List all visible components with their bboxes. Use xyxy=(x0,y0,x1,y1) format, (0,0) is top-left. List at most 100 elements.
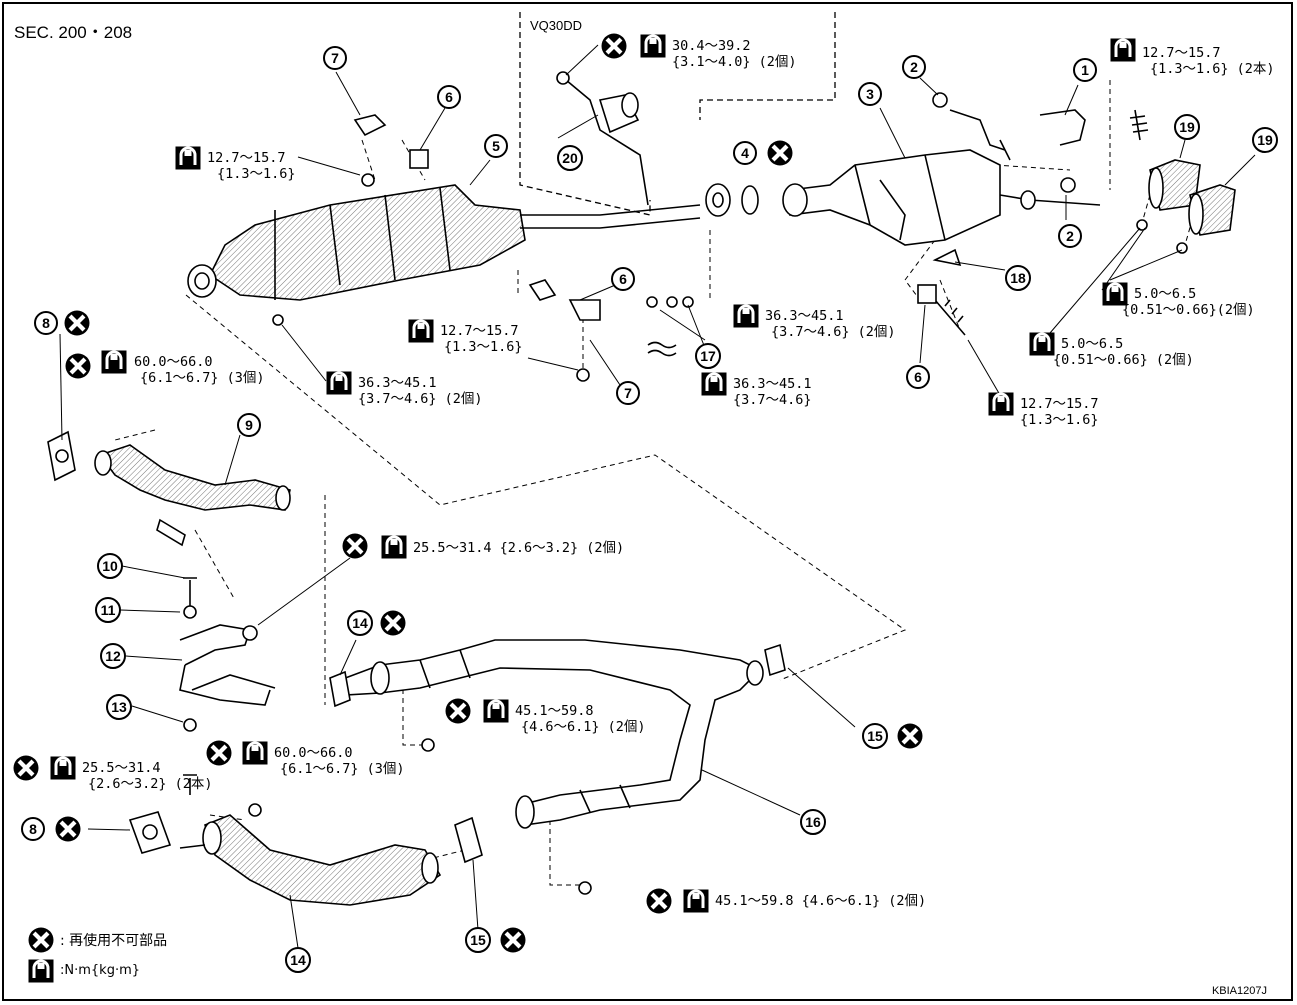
torque-spec: 25.5～31.4 {2.6～3.2} (2個) xyxy=(413,540,625,556)
svg-text:18: 18 xyxy=(1010,270,1026,286)
svg-text:6: 6 xyxy=(914,369,922,385)
part-callout-2a: 2 xyxy=(902,55,926,79)
svg-text:13: 13 xyxy=(111,699,127,715)
svg-text:4: 4 xyxy=(741,145,749,161)
torque-wrench-icon xyxy=(28,959,54,983)
torque-spec: 25.5～31.4{2.6～3.2} (2本) xyxy=(82,760,213,792)
part-callout-4: 4 xyxy=(733,141,757,165)
part-callout-19b: 19 xyxy=(1252,127,1278,153)
part-callout-6a: 6 xyxy=(437,85,461,109)
torque-wrench-icon xyxy=(50,756,76,780)
torque-wrench-icon xyxy=(1029,332,1055,356)
torque-wrench-icon xyxy=(242,741,268,765)
torque-spec: 60.0～66.0{6.1～6.7} (3個) xyxy=(274,745,405,777)
svg-text:2: 2 xyxy=(910,59,918,75)
part-callout-7b: 7 xyxy=(616,381,640,405)
torque-spec: 36.3～45.1{3.7～4.6} (2個) xyxy=(358,375,483,407)
part-callout-15b: 15 xyxy=(465,927,491,953)
svg-text:10: 10 xyxy=(102,558,118,574)
part-callout-2b: 2 xyxy=(1058,224,1082,248)
section-label: SEC. 200・208 xyxy=(14,23,133,42)
svg-text:19: 19 xyxy=(1179,119,1195,135)
part-callout-17: 17 xyxy=(695,343,721,369)
svg-text:6: 6 xyxy=(619,271,627,287)
svg-text:14: 14 xyxy=(352,615,368,631)
part-callout-18: 18 xyxy=(1005,265,1031,291)
non-reusable-icon xyxy=(446,699,471,724)
part-callout-11: 11 xyxy=(95,597,121,623)
engine-variant-box xyxy=(519,12,836,216)
part-callout-19a: 19 xyxy=(1174,114,1200,140)
torque-wrench-icon xyxy=(408,319,434,343)
part-callout-14b: 14 xyxy=(285,947,311,973)
svg-text:11: 11 xyxy=(101,602,116,618)
part-callout-8a: 8 xyxy=(34,311,58,335)
torque-wrench-icon xyxy=(381,535,407,559)
torque-spec: 5.0～6.5{0.51～0.66} (2個) xyxy=(1053,336,1194,368)
torque-wrench-icon xyxy=(640,34,666,58)
svg-text:15: 15 xyxy=(867,728,883,744)
svg-text:6: 6 xyxy=(445,89,453,105)
torque-spec: 30.4～39.2{3.1～4.0} (2個) xyxy=(672,38,797,70)
torque-wrench-icon xyxy=(988,392,1014,416)
part-callout-14a: 14 xyxy=(347,610,373,636)
part-callout-12: 12 xyxy=(100,643,126,669)
non-reusable-icon xyxy=(343,534,368,559)
non-reusable-icon xyxy=(768,141,793,166)
non-reusable-icon xyxy=(898,724,923,749)
upper-exhaust-assembly xyxy=(187,71,1236,382)
engine-variant-label: VQ30DD xyxy=(530,18,583,33)
svg-text:19: 19 xyxy=(1257,132,1273,148)
svg-text:9: 9 xyxy=(245,417,253,433)
part-callout-6b: 6 xyxy=(611,267,635,291)
part-callout-8b: 8 xyxy=(21,817,45,841)
torque-wrench-icon xyxy=(175,146,201,170)
figure-code: KBIA1207J xyxy=(1211,985,1267,997)
torque-spec: 45.1～59.8{4.6～6.1} (2個) xyxy=(515,703,646,735)
svg-text:16: 16 xyxy=(805,814,821,830)
non-reusable-icon xyxy=(14,756,39,781)
svg-text:1: 1 xyxy=(1081,62,1089,78)
torque-spec: 12.7～15.7{1.3～1.6} xyxy=(1020,396,1099,428)
legend-torque-unit: :N·m{kg·m} xyxy=(60,963,141,978)
part-callout-7a: 7 xyxy=(323,46,347,70)
torque-spec: 45.1～59.8 {4.6～6.1} (2個) xyxy=(715,893,927,909)
part-callouts: 7 6 5 20 4 3 2 1 19 19 2 18 6 7 17 6 8 9… xyxy=(21,46,1278,973)
non-reusable-icon xyxy=(381,611,406,636)
lower-exhaust-assembly xyxy=(47,430,786,906)
non-reusable-icon xyxy=(501,928,526,953)
svg-text:12: 12 xyxy=(105,648,121,664)
svg-text:20: 20 xyxy=(562,150,578,166)
part-callout-9: 9 xyxy=(237,413,261,437)
torque-wrench-icon xyxy=(101,350,127,374)
non-reusable-icon xyxy=(602,34,627,59)
torque-wrench-icon xyxy=(483,699,509,723)
svg-text:8: 8 xyxy=(42,315,50,331)
torque-spec: 12.7～15.7{1.3～1.6} xyxy=(440,323,523,355)
part-callout-16: 16 xyxy=(800,809,826,835)
non-reusable-icon xyxy=(66,354,91,379)
part-callout-5: 5 xyxy=(484,134,508,158)
svg-text:14: 14 xyxy=(290,952,306,968)
torque-wrench-icon xyxy=(701,372,727,396)
part-callout-10: 10 xyxy=(97,553,123,579)
svg-text:17: 17 xyxy=(700,348,716,364)
torque-spec: 36.3～45.1{3.7～4.6} xyxy=(733,376,812,408)
part-callout-13: 13 xyxy=(106,694,132,720)
part-callout-20: 20 xyxy=(557,145,583,171)
part-callout-1: 1 xyxy=(1073,58,1097,82)
part-callout-6c: 6 xyxy=(906,365,930,389)
svg-text:15: 15 xyxy=(470,932,486,948)
torque-spec: 5.0～6.5{0.51～0.66}(2個) xyxy=(1122,286,1255,318)
torque-wrench-icon xyxy=(733,304,759,328)
svg-text:5: 5 xyxy=(492,138,500,154)
non-reusable-icon xyxy=(647,889,672,914)
svg-text:3: 3 xyxy=(866,86,874,102)
torque-spec: 12.7～15.7{1.3～1.6} xyxy=(207,150,296,182)
svg-text:2: 2 xyxy=(1066,228,1074,244)
torque-wrench-icon xyxy=(683,889,709,913)
legend-non-reusable: : 再使用不可部品 xyxy=(60,933,168,949)
svg-text:7: 7 xyxy=(624,385,632,401)
